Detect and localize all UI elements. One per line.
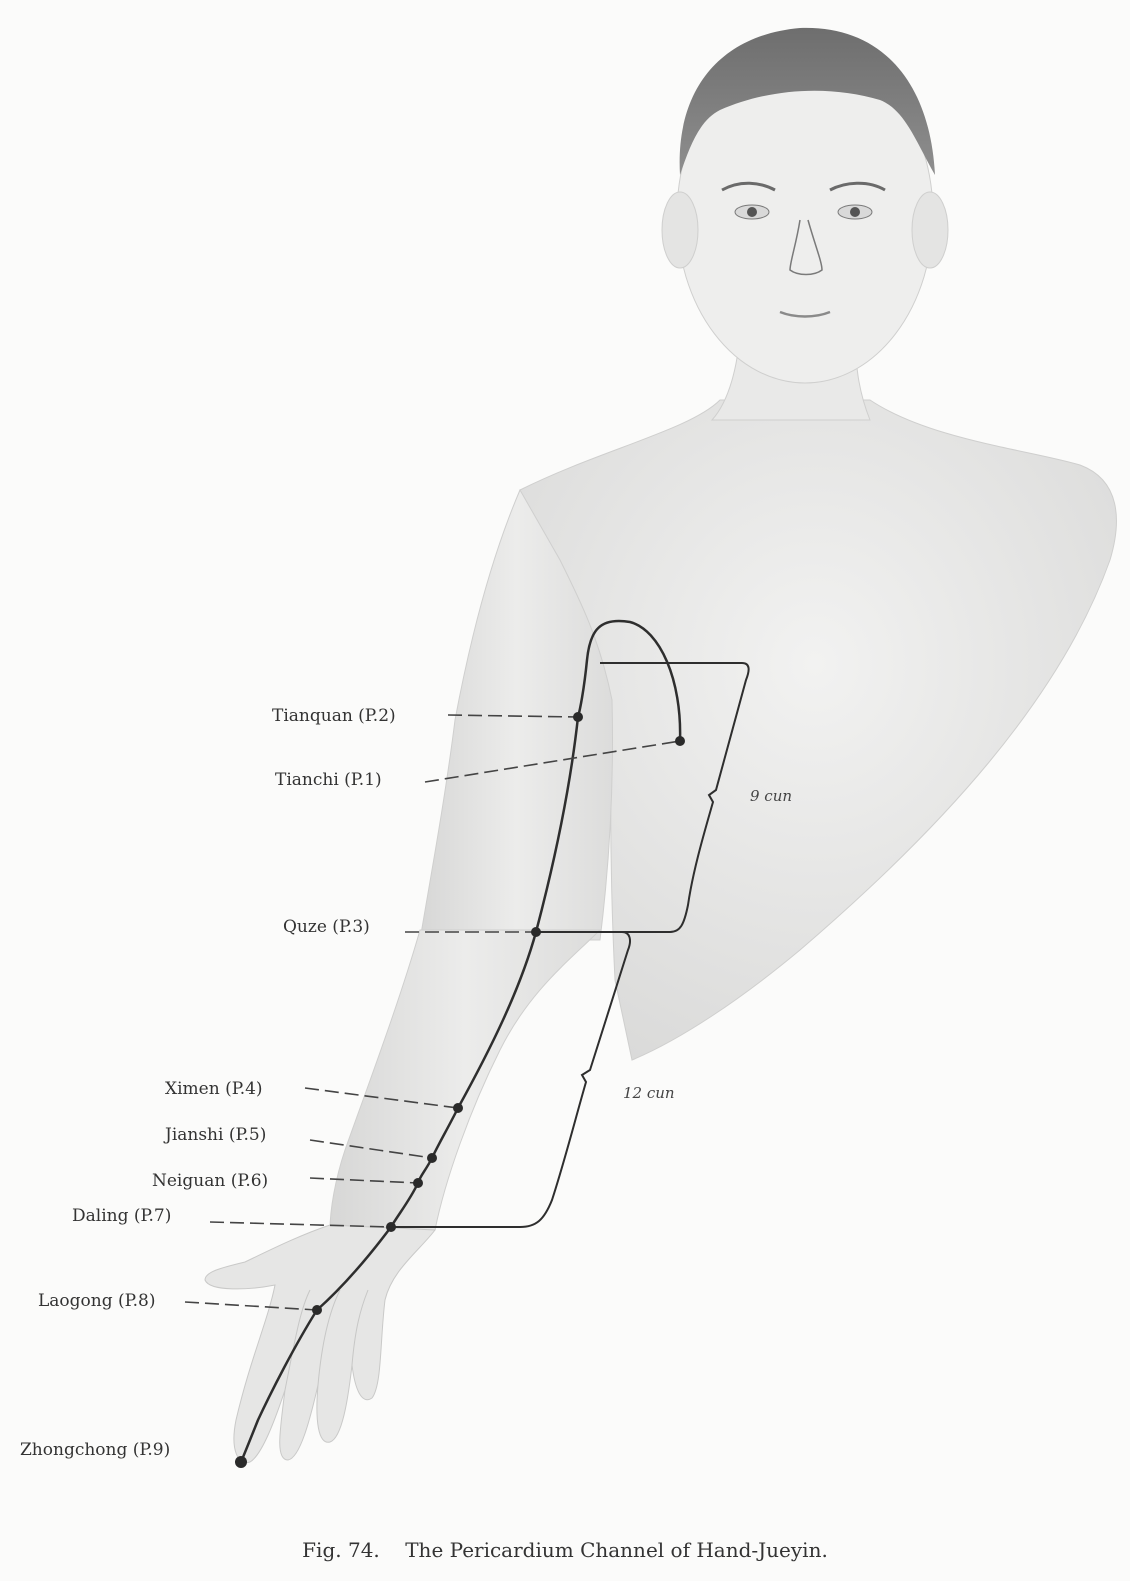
point-jianshi <box>427 1153 437 1163</box>
point-laogong <box>312 1305 322 1315</box>
label-12-cun: 12 cun <box>623 1084 675 1102</box>
label-laogong: Laogong (P.8) <box>38 1291 156 1311</box>
point-neiguan <box>413 1178 423 1188</box>
label-daling: Daling (P.7) <box>72 1206 171 1226</box>
point-zhongchong <box>235 1456 247 1468</box>
label-quze: Quze (P.3) <box>283 917 370 937</box>
label-jianshi: Jianshi (P.5) <box>163 1125 266 1145</box>
label-tianquan: Tianquan (P.2) <box>272 706 396 726</box>
point-daling <box>386 1222 396 1232</box>
point-tianquan <box>573 712 583 722</box>
forearm <box>330 930 600 1230</box>
left-ear <box>662 192 698 268</box>
label-tianchi: Tianchi (P.1) <box>275 770 382 790</box>
right-ear <box>912 192 948 268</box>
figure-caption: Fig. 74. The Pericardium Channel of Hand… <box>0 1538 1130 1562</box>
hand <box>205 1225 435 1463</box>
point-quze <box>531 927 541 937</box>
label-zhongchong: Zhongchong (P.9) <box>20 1440 170 1460</box>
caption-number: Fig. 74. <box>302 1538 380 1562</box>
label-ximen: Ximen (P.4) <box>165 1079 263 1099</box>
label-neiguan: Neiguan (P.6) <box>152 1171 268 1191</box>
caption-title: The Pericardium Channel of Hand-Jueyin. <box>405 1538 828 1562</box>
point-ximen <box>453 1103 463 1113</box>
point-tianchi <box>675 736 685 746</box>
label-9-cun: 9 cun <box>750 787 792 805</box>
figure-illustration <box>205 28 1116 1463</box>
